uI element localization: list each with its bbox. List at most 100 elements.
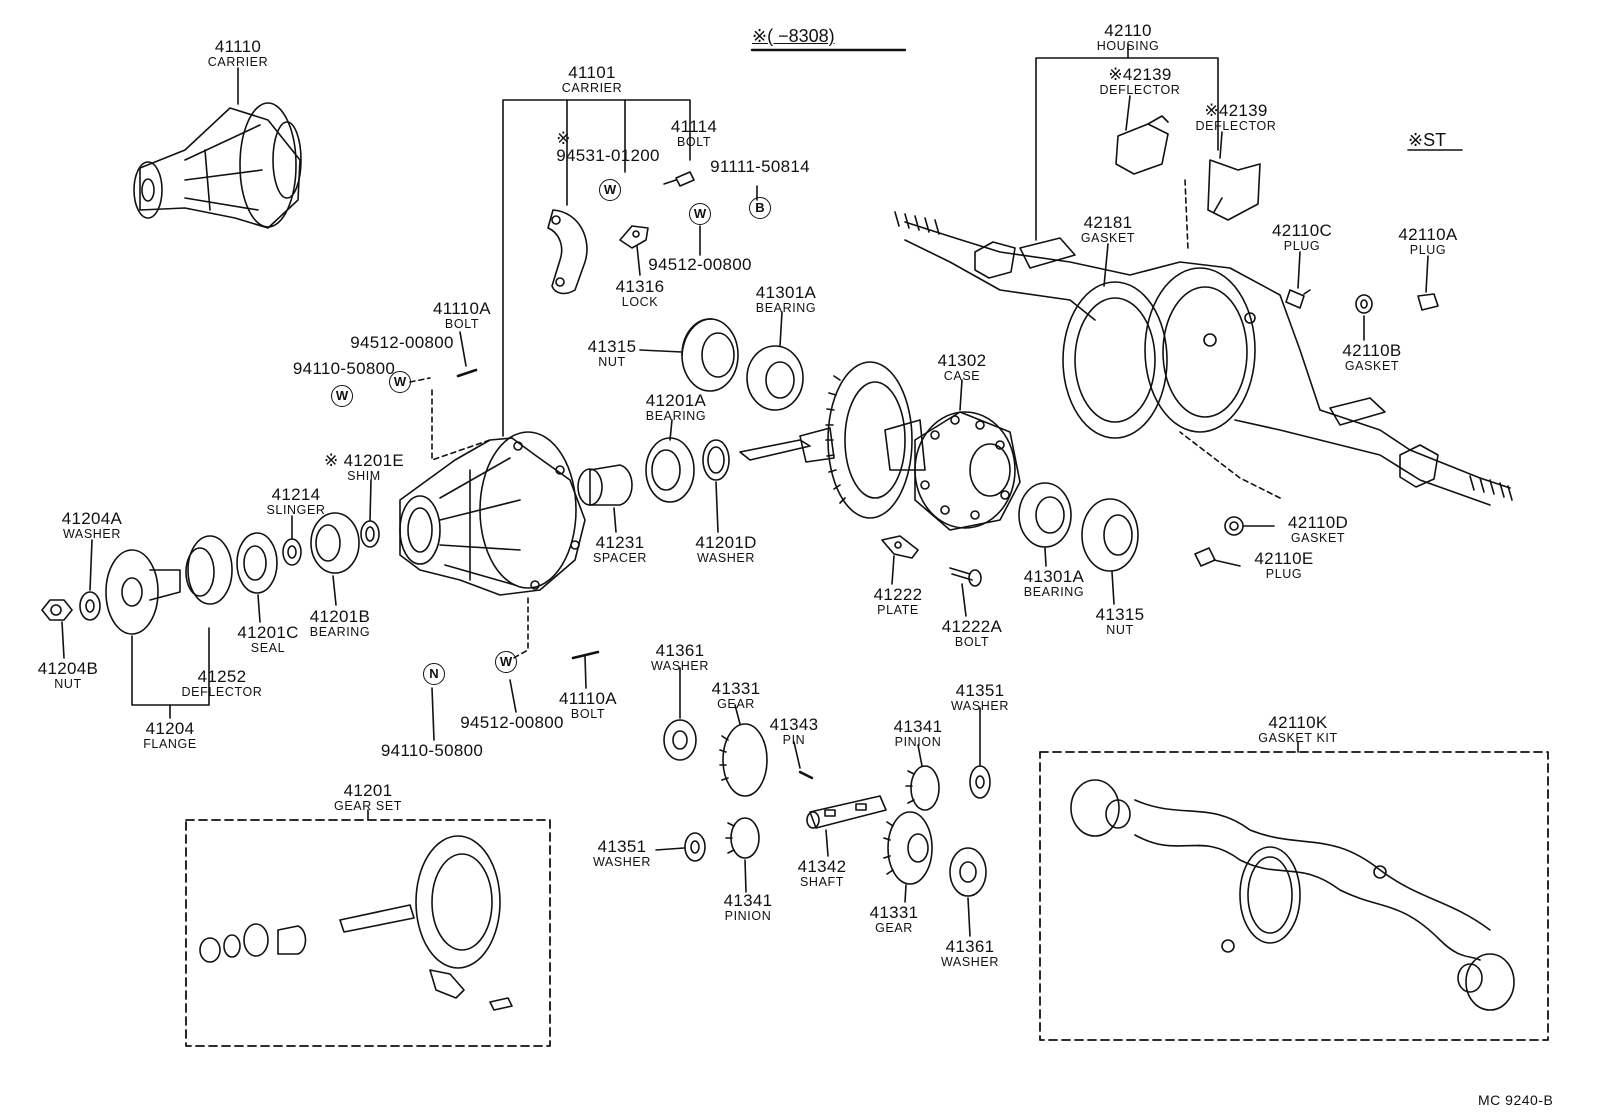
leader-41315-lower: [1111, 571, 1115, 605]
part-number: 41101: [568, 63, 616, 82]
side-gear-41331-a: [719, 723, 768, 797]
header-note: ※( −8308): [752, 26, 835, 46]
diagram-code: MC 9240-B: [1478, 1092, 1554, 1108]
side-gear-41331-b: [883, 811, 933, 885]
part-name: WASHER: [950, 699, 1010, 713]
shaft-41342: [806, 795, 887, 829]
leader-41331a: [734, 704, 741, 725]
part-number: 41301A: [755, 283, 817, 302]
dash-line-gasket: [1179, 431, 1281, 499]
pin-41343: [798, 770, 814, 780]
part-name: NUT: [1106, 623, 1134, 637]
part-number: 41204B: [37, 659, 99, 678]
leader-41110a-upper: [459, 331, 467, 367]
leader-41361b: [967, 897, 971, 937]
part-number: 41110A: [559, 689, 617, 708]
bearing-cap-illustration: [547, 209, 588, 295]
washer-41361-b: [949, 847, 987, 897]
lock-41316: [619, 225, 649, 249]
leader-41342: [825, 829, 829, 857]
part-name: DEFLECTOR: [1099, 83, 1181, 97]
part-name: PLUG: [1409, 243, 1447, 257]
part-name: GEAR SET: [333, 799, 403, 813]
part-94110-50800-b: 94110-50800: [381, 742, 483, 759]
leader-41201d: [715, 481, 719, 533]
gasket-kit-42110k-box: [1039, 751, 1549, 1041]
part-number: 41201A: [645, 391, 707, 410]
washer-41201d: [702, 439, 730, 481]
part-name: BEARING: [755, 301, 817, 315]
part-name: HOUSING: [1096, 39, 1160, 53]
carrier-housing-illustration: [399, 431, 586, 596]
part-name: NUT: [598, 355, 626, 369]
part-number: ※42139: [1204, 101, 1268, 120]
part-name: CARRIER: [207, 55, 269, 69]
deflector-42139-b: [1207, 159, 1261, 221]
part-number: 41222: [873, 585, 923, 604]
leader-41201b: [332, 575, 337, 606]
part-number: 94512-00800: [648, 255, 752, 274]
part-name: BOLT: [570, 707, 606, 721]
leader-41231: [613, 507, 617, 533]
deflector-42139-a: [1115, 115, 1169, 175]
part-number: 41252: [197, 667, 247, 686]
carrier-41101-leader-bracket: [502, 99, 691, 437]
leader-41204a: [89, 539, 93, 591]
part-name: BEARING: [645, 409, 707, 423]
part-number: 42110B: [1342, 341, 1402, 360]
part-number: 41351: [597, 837, 647, 856]
part-name: SPACER: [592, 551, 648, 565]
bolt-41110a-lower: [571, 650, 600, 660]
part-number: 41341: [893, 717, 943, 736]
leader-41222a: [961, 583, 967, 617]
bracket-42110: [1035, 57, 1219, 241]
differential-case-41302: [884, 411, 1021, 531]
part-number: 41222A: [941, 617, 1003, 636]
plug-42110e: [1194, 547, 1216, 567]
part-number: 41341: [723, 891, 773, 910]
part-number: 41315: [587, 337, 637, 356]
part-number: 42110E: [1254, 549, 1314, 568]
axle-spline-right: [1469, 475, 1513, 501]
gasket-42110d: [1224, 516, 1244, 536]
part-name: BEARING: [1023, 585, 1085, 599]
part-94531-01200: ※ 94531-01200: [556, 130, 660, 164]
part-number: 41361: [655, 641, 705, 660]
spacer-41231: [577, 464, 633, 506]
part-number: 42110C: [1271, 221, 1333, 240]
part-number: 41214: [271, 485, 321, 504]
nut-41315-lower: [1081, 498, 1139, 572]
dash-line-3: [509, 597, 529, 661]
leader-42139b: [1219, 131, 1223, 159]
part-name: BEARING: [309, 625, 371, 639]
dash-line-housing: [1184, 179, 1189, 251]
leader-41301a-lower: [1044, 547, 1047, 567]
part-name: SLINGER: [266, 503, 326, 517]
ring-gear: [825, 361, 913, 519]
leader-41204b: [61, 621, 65, 659]
part-name: DEFLECTOR: [1195, 119, 1277, 133]
part-number: 41110: [214, 37, 262, 56]
part-name: PLUG: [1265, 567, 1303, 581]
